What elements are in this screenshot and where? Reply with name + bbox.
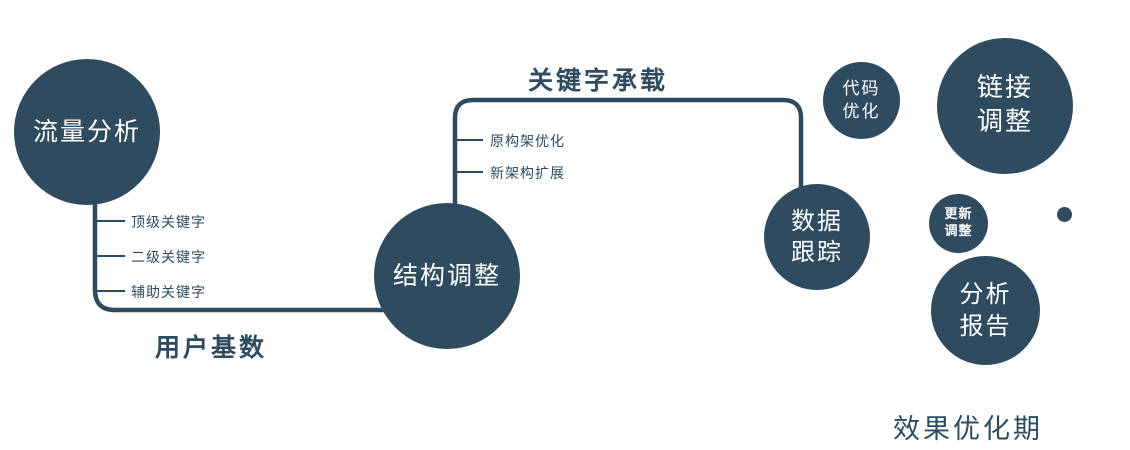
analysis-report-label-line2: 报告 [959, 311, 1012, 340]
keyword-bearing-edge-label: 关键字承载 [528, 66, 669, 95]
update-adjustment-node: 更新 调整 [929, 194, 988, 253]
traffic-analysis-node: 流量分析 [14, 59, 160, 205]
link-adjustment-label-line2: 调整 [976, 107, 1033, 137]
architecture-branch-label-2: 新架构扩展 [490, 166, 565, 182]
data-tracking-node: 数据 跟踪 [764, 184, 870, 290]
data-tracking-label-line2: 跟踪 [791, 238, 843, 266]
keyword-branch-label-2: 二级关键字 [131, 250, 206, 266]
link-adjustment-label-line1: 链接 [976, 73, 1033, 104]
code-optimization-node: 代码 优化 [823, 62, 900, 139]
update-adjustment-label-line2: 调整 [944, 223, 973, 239]
analysis-report-label-line1: 分析 [959, 280, 1012, 309]
keyword-branch-label-1: 顶级关键字 [131, 215, 206, 231]
structure-adjustment-label: 结构调整 [392, 260, 501, 290]
effect-optimization-caption: 效果优化期 [893, 414, 1043, 445]
analysis-report-node: 分析 报告 [931, 256, 1040, 365]
structure-to-tracking-connector [452, 97, 804, 212]
code-optimization-label-line1: 代码 [842, 79, 881, 100]
keyword-branch-label-3: 辅助关键字 [131, 285, 206, 301]
traffic-analysis-label: 流量分析 [32, 116, 141, 146]
data-tracking-label-line1: 数据 [791, 206, 843, 235]
code-optimization-label-line2: 优化 [842, 101, 881, 122]
bullet-dot [1057, 207, 1072, 222]
architecture-branch-label-1: 原构架优化 [490, 134, 565, 150]
link-adjustment-node: 链接 调整 [937, 38, 1073, 174]
user-base-edge-label: 用户基数 [155, 333, 268, 362]
update-adjustment-label-line1: 更新 [944, 206, 973, 222]
structure-adjustment-node: 结构调整 [374, 203, 520, 349]
